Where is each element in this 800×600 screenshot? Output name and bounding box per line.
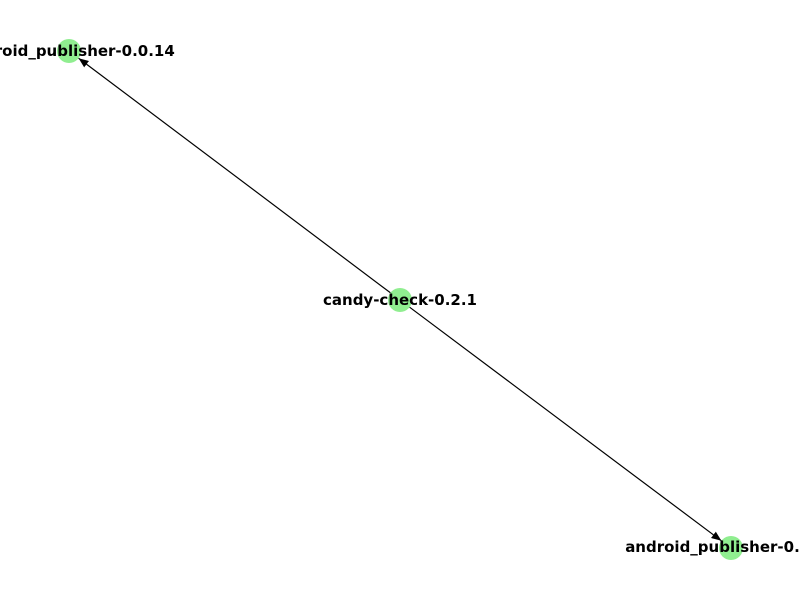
labels-layer: android_publisher-0.0.14 candy-check-0.2…: [0, 42, 800, 556]
node-n1: [57, 39, 81, 63]
edges-layer: [78, 57, 722, 542]
node-n3: [719, 536, 743, 560]
node-n2: [388, 288, 412, 312]
nodes-layer: [57, 39, 743, 560]
edge-n2-n3: [409, 306, 722, 542]
edge-n2-n1: [78, 57, 391, 294]
node-label-n3: android_publisher-0.0.14: [625, 538, 800, 556]
node-label-n1: android_publisher-0.0.14: [0, 42, 175, 60]
node-label-n2: candy-check-0.2.1: [323, 291, 477, 309]
